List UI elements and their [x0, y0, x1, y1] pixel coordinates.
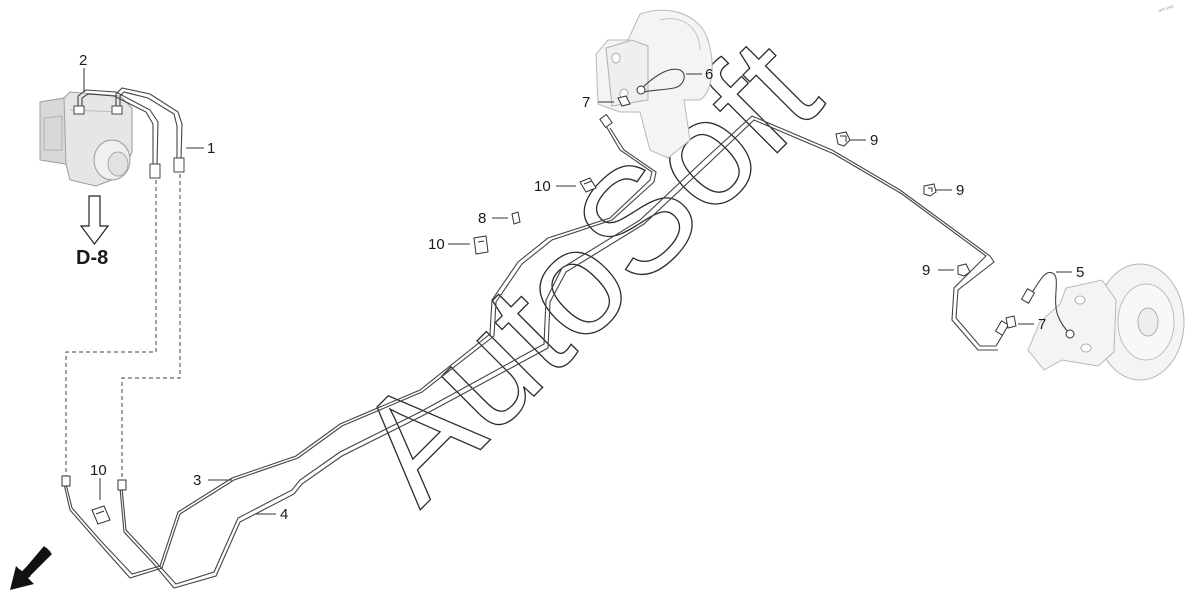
callout-9-middle: 9	[956, 182, 964, 199]
callout-7-front: 7	[582, 94, 590, 111]
callout-9-lower: 9	[922, 262, 930, 279]
clip-10-icon	[91, 505, 111, 525]
leader-lines	[83, 68, 1072, 515]
watermark-text: AutoSoft	[324, 7, 850, 533]
corner-mark: ath swp	[1158, 3, 1175, 13]
rear-brake-hose	[1029, 272, 1071, 335]
callout-10-upper: 10	[534, 178, 551, 195]
modulator-pipes	[73, 87, 185, 179]
clip-8-icon	[511, 211, 521, 225]
brake-line-4	[121, 115, 996, 585]
callout-9-upper: 9	[870, 132, 878, 149]
dashed-connection-a	[65, 180, 157, 478]
bracket-7-icon	[617, 95, 631, 107]
brake-line-3	[65, 119, 653, 575]
clip-9-icon	[957, 263, 971, 277]
callout-2: 2	[79, 52, 87, 69]
callout-3: 3	[193, 472, 201, 489]
clip-9-icon	[923, 183, 937, 197]
front-brake-hose	[639, 68, 685, 93]
dashed-connection-b	[121, 174, 181, 484]
clip-10-icon	[473, 235, 489, 255]
down-arrow-icon	[79, 195, 110, 245]
clip-10-icon	[579, 177, 597, 193]
callout-10-lower: 10	[90, 462, 107, 479]
callout-7-rear: 7	[1038, 316, 1046, 333]
clip-9-icon	[835, 131, 851, 147]
front-brake-caliper	[595, 9, 713, 159]
callout-6: 6	[705, 66, 713, 83]
callout-1: 1	[207, 140, 215, 157]
callout-8: 8	[478, 210, 486, 227]
callout-10-middle: 10	[428, 236, 445, 253]
callout-4: 4	[280, 506, 288, 523]
hose-fitting	[636, 85, 646, 95]
callout-5: 5	[1076, 264, 1084, 281]
reference-label: D-8	[76, 247, 108, 269]
rear-brake-disc	[1027, 263, 1185, 381]
bracket-7-icon	[1005, 315, 1017, 329]
